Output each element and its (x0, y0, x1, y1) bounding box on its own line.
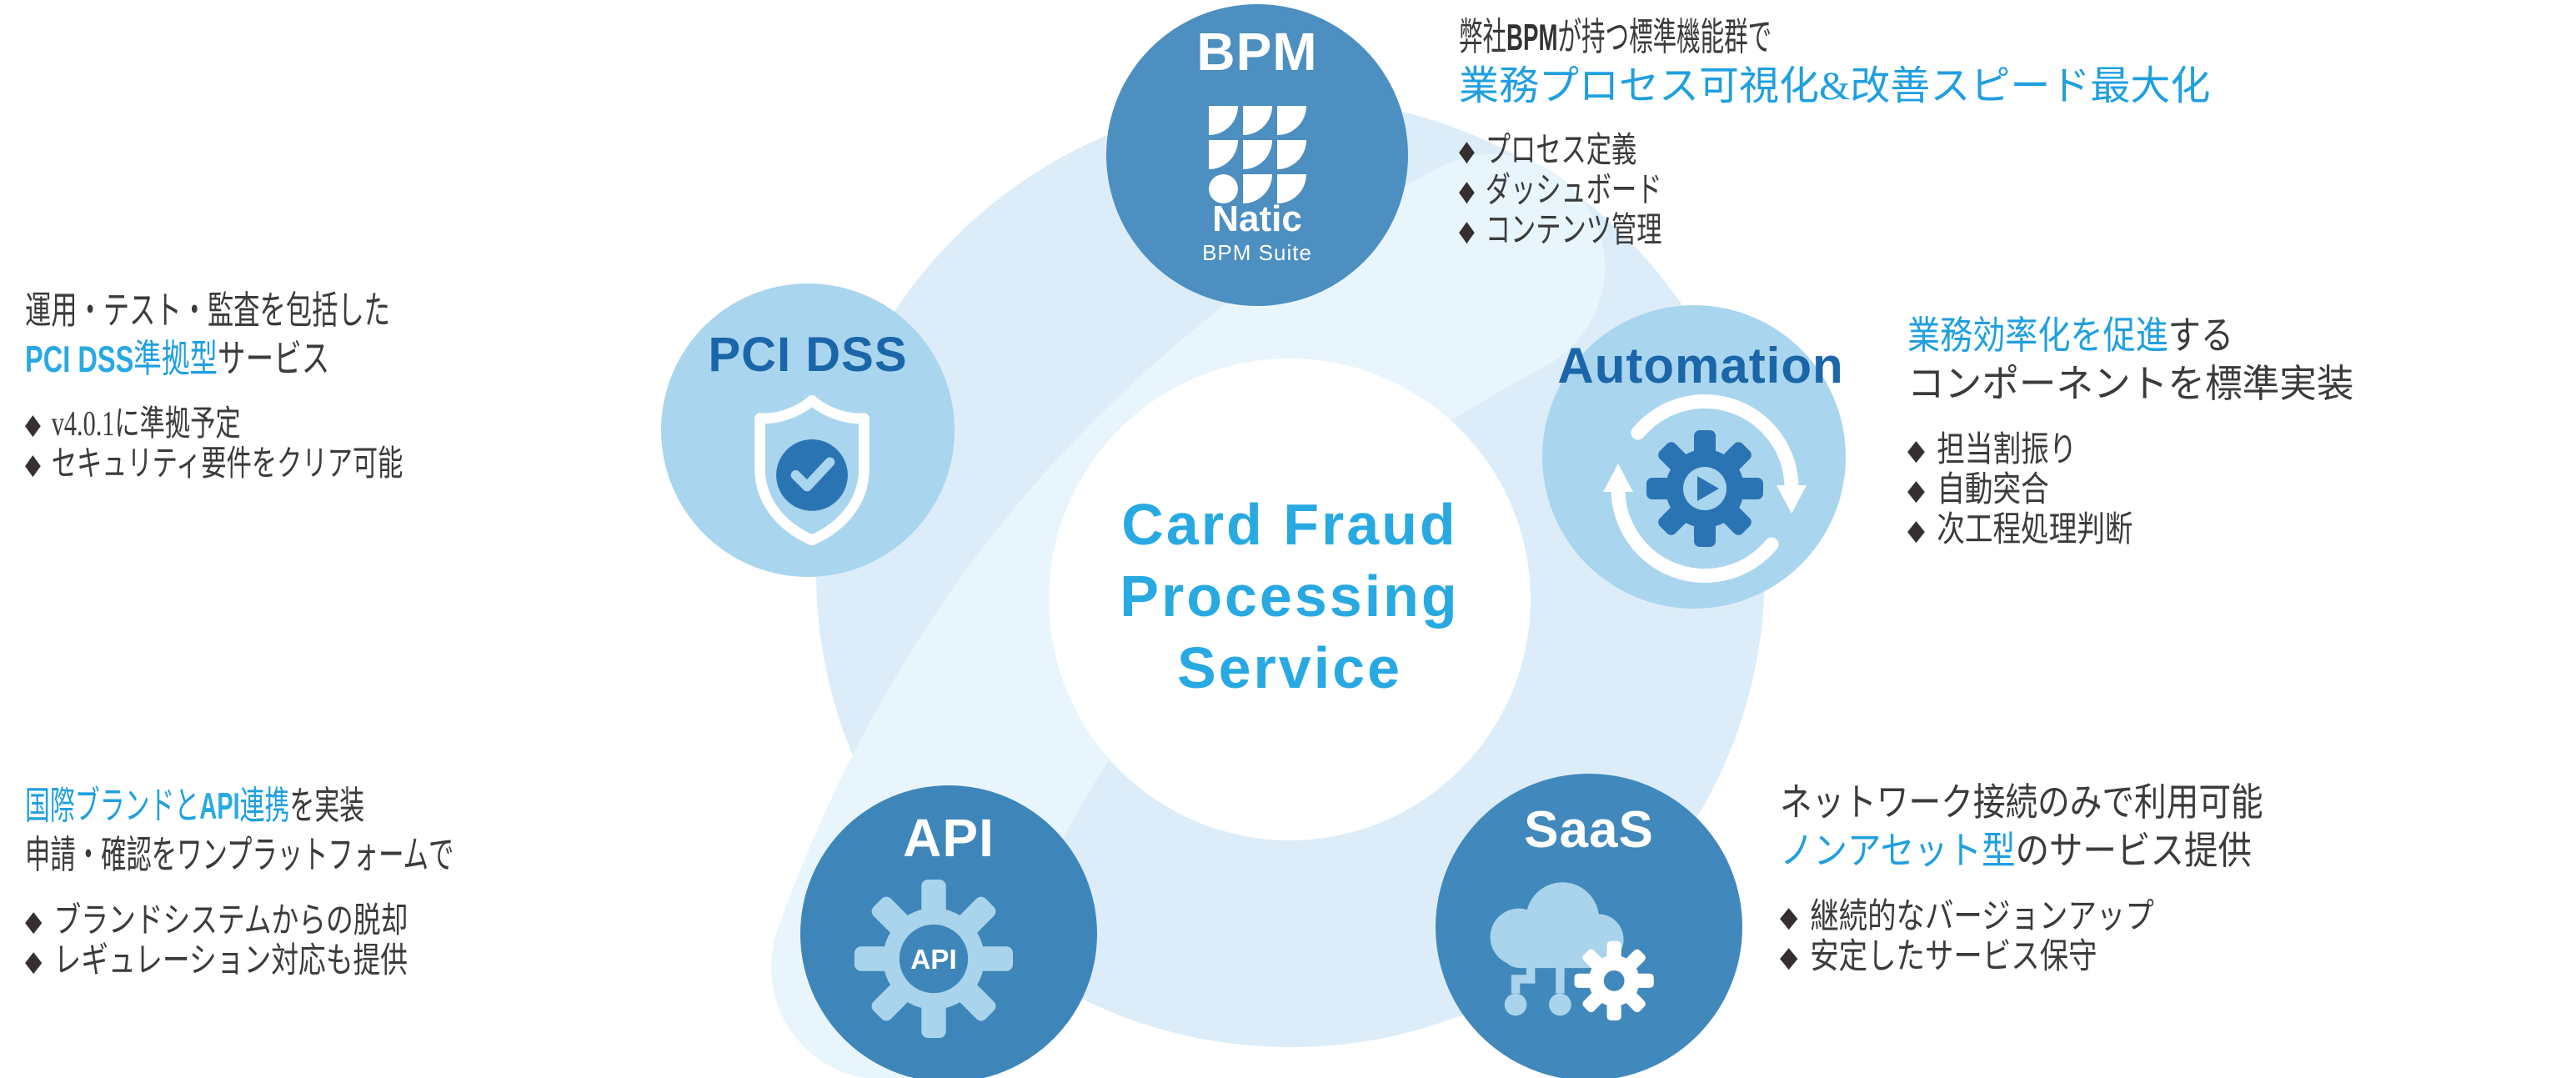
bpm-desc-line1: 弊社BPMが持つ標準機能群で (1459, 13, 1925, 63)
bpm-title: BPM (1196, 22, 1318, 82)
pcidss-bullet-list: ◆v4.0.1に準拠予定 ◆セキュリティ要件をクリア可能 (25, 404, 562, 484)
diamond-bullet-icon: ◆ (25, 408, 41, 441)
natic-logo-name: Natic (1212, 198, 1302, 239)
diamond-bullet-icon: ◆ (25, 905, 43, 938)
center-title: Card Fraud Processing Service (1049, 489, 1531, 704)
automation-desc-blue: 業務効率化を促進 (1907, 314, 2168, 357)
node-circle-automation: Automation (1542, 305, 1846, 609)
api-desc-line1: 国際ブランドとAPI連携を実装 (25, 782, 448, 831)
diamond-bullet-icon: ◆ (1459, 134, 1475, 168)
saas-description: ネットワーク接続のみで利用可能 ノンアセット型のサービス提供 ◆継続的なバージョ… (1780, 779, 2355, 977)
diamond-bullet-icon: ◆ (1907, 474, 1925, 507)
api-desc-rest: を実装 (289, 785, 365, 827)
pcidss-desc-blue: 準拠型 (133, 338, 218, 380)
list-item: ◆担当割振り (1907, 431, 2077, 469)
list-item: ◆ブランドシステムからの脱却 (25, 902, 408, 940)
node-circle-bpm: BPM Natic BPM Suite (1106, 4, 1408, 306)
center-title-line1: Card Fraud (1121, 492, 1458, 557)
pcidss-desc-line2: PCI DSS準拠型サービス (25, 335, 417, 384)
diamond-bullet-icon: ◆ (25, 945, 43, 978)
pcidss-title: PCI DSS (708, 328, 908, 382)
list-item: ◆プロセス定義 (1459, 132, 1637, 170)
api-desc-blue1: 国際ブランドと (25, 785, 200, 827)
list-item: ◆ダッシュボード (1459, 172, 1662, 210)
bpm-desc-line1-suffix: が持つ標準機能群で (1557, 16, 1772, 58)
api-desc-line2: 申請・確認をワンプラットフォームで (25, 834, 454, 876)
pcidss-desc-rest: サービス (218, 338, 330, 380)
saas-desc-line1: ネットワーク接続のみで利用可能 (1780, 781, 2263, 824)
pcidss-desc-accent: PCI DSS (25, 339, 134, 380)
saas-desc-line2: ノンアセット型のサービス提供 (1780, 827, 2286, 875)
diamond-bullet-icon: ◆ (1780, 940, 1798, 974)
automation-description: 業務効率化を促進する コンポーネントを標準実装 ◆担当割振り ◆自動突合 ◆次工… (1907, 312, 2368, 550)
automation-title: Automation (1557, 338, 1844, 394)
center-title-line2: Processing (1120, 564, 1460, 629)
list-item: ◆継続的なバージョンアップ (1780, 898, 2154, 936)
api-title: API (903, 808, 995, 868)
saas-bullet-list: ◆継続的なバージョンアップ ◆安定したサービス保守 (1780, 897, 2355, 977)
list-item: ◆レギュレーション対応も提供 (25, 942, 408, 980)
diamond-bullet-icon: ◆ (1907, 434, 1925, 467)
node-circle-pcidss: PCI DSS (661, 283, 955, 577)
api-gear-label: API (910, 945, 957, 975)
gear-refresh-icon (1603, 394, 1807, 584)
automation-desc-rest: する (2168, 314, 2233, 357)
saas-desc-rest: のサービス提供 (2015, 830, 2252, 872)
api-desc-blue2: 連携 (239, 785, 290, 827)
list-item: ◆次工程処理判断 (1907, 511, 2133, 549)
node-circle-api: API API (800, 785, 1097, 1078)
diamond-bullet-icon: ◆ (1907, 514, 1925, 547)
api-description: 国際ブランドとAPI連携を実装 申請・確認をワンプラットフォームで ◆ブランドシ… (25, 782, 674, 981)
bpm-desc-line1-bold: BPM (1506, 18, 1558, 58)
cloud-gear-icon (1490, 882, 1654, 1020)
bpm-desc-line2: 業務プロセス可視化&改善スピード最大化 (1459, 64, 2211, 108)
center-circle (1049, 358, 1531, 840)
list-item: ◆自動突合 (1907, 471, 2049, 509)
diamond-bullet-icon: ◆ (1459, 174, 1475, 208)
api-gear-icon: API (854, 879, 1014, 1039)
bpm-description: 弊社BPMが持つ標準機能群で 業務プロセス可視化&改善スピード最大化 ◆プロセス… (1459, 13, 2210, 251)
saas-title: SaaS (1524, 801, 1654, 859)
list-item: ◆v4.0.1に準拠予定 (25, 405, 241, 444)
diamond-bullet-icon: ◆ (1780, 900, 1798, 934)
bpm-desc-line1-prefix: 弊社 (1459, 16, 1507, 58)
api-bullet-list: ◆ブランドシステムからの脱却 ◆レギュレーション対応も提供 (25, 901, 674, 981)
pcidss-desc-line1: 運用・テスト・監査を包括した (25, 289, 390, 332)
node-circle-saas: SaaS (1436, 774, 1742, 1078)
automation-bullet-list: ◆担当割振り ◆自動突合 ◆次工程処理判断 (1907, 430, 2368, 550)
list-item: ◆セキュリティ要件をクリア可能 (25, 445, 403, 484)
api-desc-accent: API (199, 786, 240, 827)
natic-logo-icon (1209, 106, 1306, 203)
automation-desc-line2: コンポーネントを標準実装 (1907, 363, 2354, 405)
list-item: ◆コンテンツ管理 (1459, 212, 1662, 250)
automation-desc-line1: 業務効率化を促進する (1907, 312, 2298, 360)
natic-logo-subtitle: BPM Suite (1202, 240, 1312, 265)
shield-check-icon (754, 394, 870, 546)
diamond-bullet-icon: ◆ (1459, 214, 1475, 248)
center-title-line3: Service (1176, 635, 1403, 700)
list-item: ◆安定したサービス保守 (1780, 938, 2097, 976)
saas-desc-blue: ノンアセット型 (1780, 830, 2016, 872)
bpm-bullet-list: ◆プロセス定義 ◆ダッシュボード ◆コンテンツ管理 (1459, 131, 2210, 251)
diamond-bullet-icon: ◆ (25, 448, 41, 481)
pcidss-description: 運用・テスト・監査を包括した PCI DSS準拠型サービス ◆v4.0.1に準拠… (25, 287, 562, 484)
